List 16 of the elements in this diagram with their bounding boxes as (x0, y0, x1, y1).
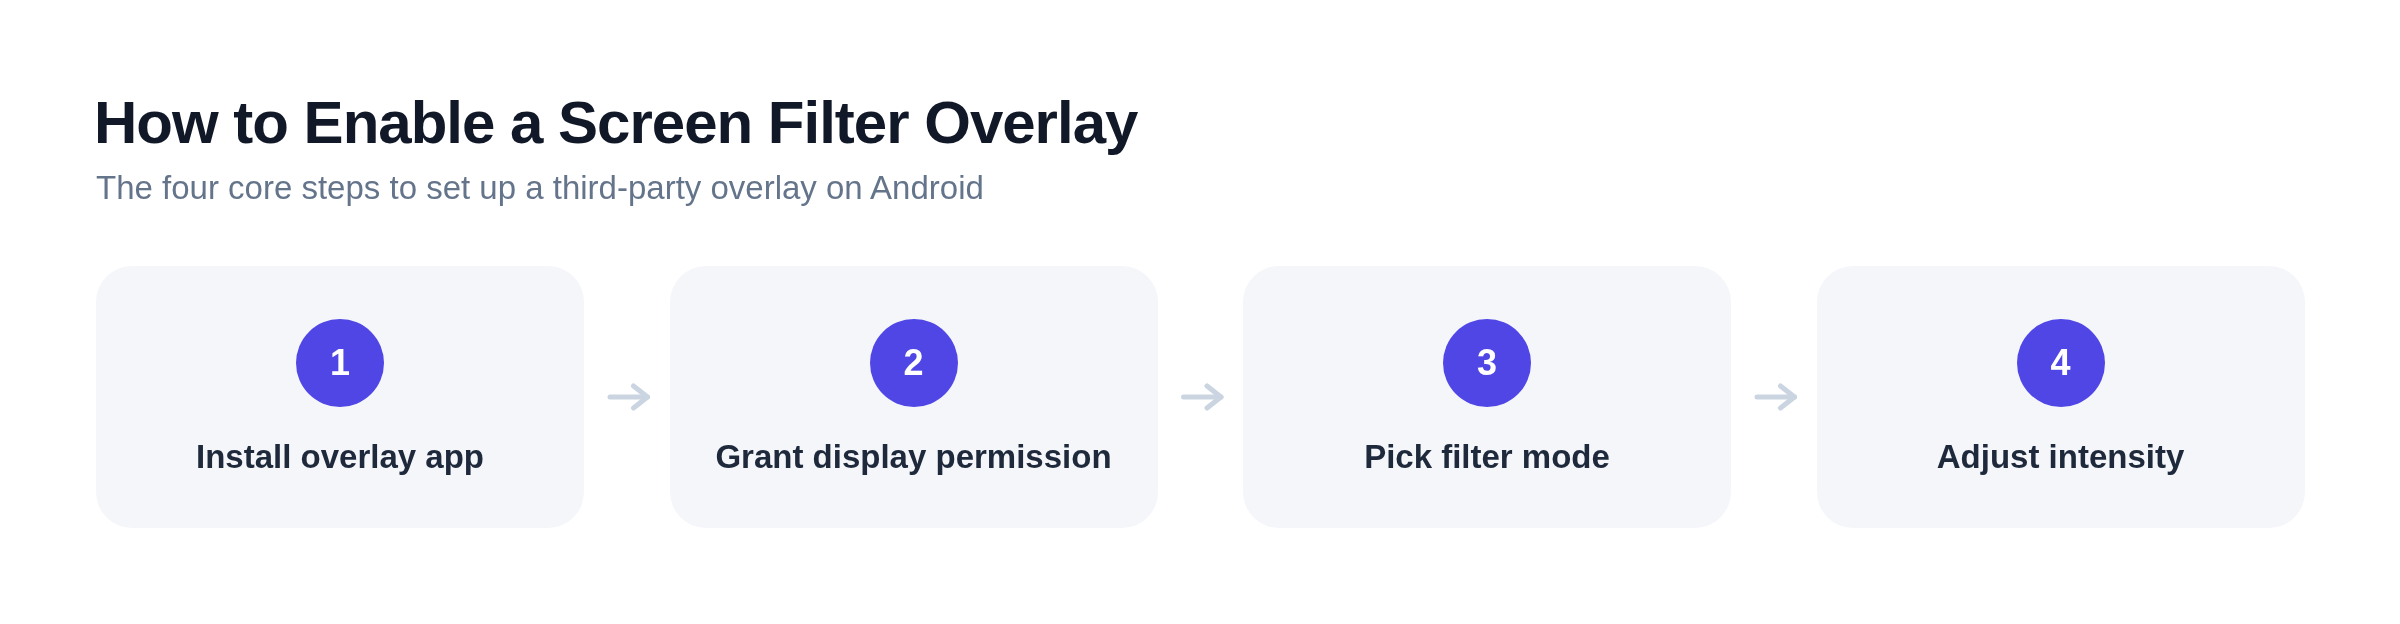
step-label: Pick filter mode (1363, 437, 1611, 477)
step-card (669, 266, 1158, 528)
arrow (1754, 383, 1797, 411)
step-number-badge: 2 (869, 319, 958, 407)
step-card (96, 266, 584, 528)
step-number-badge: 4 (2016, 319, 2105, 407)
step-number-badge: 3 (1443, 319, 1531, 407)
arrow (607, 383, 650, 411)
step-card (1816, 266, 2305, 528)
step-number-badge: 1 (296, 319, 384, 407)
subtitle: The four core steps to set up a third-party overlay on Android (96, 168, 984, 208)
step-label: Adjust intensity (1935, 437, 2186, 477)
title: How to Enable a Screen Filter Overlay (94, 88, 1138, 157)
step-label: Install overlay app (195, 437, 485, 477)
step-card (1243, 266, 1731, 528)
step-label: Grant display permission (714, 437, 1113, 477)
